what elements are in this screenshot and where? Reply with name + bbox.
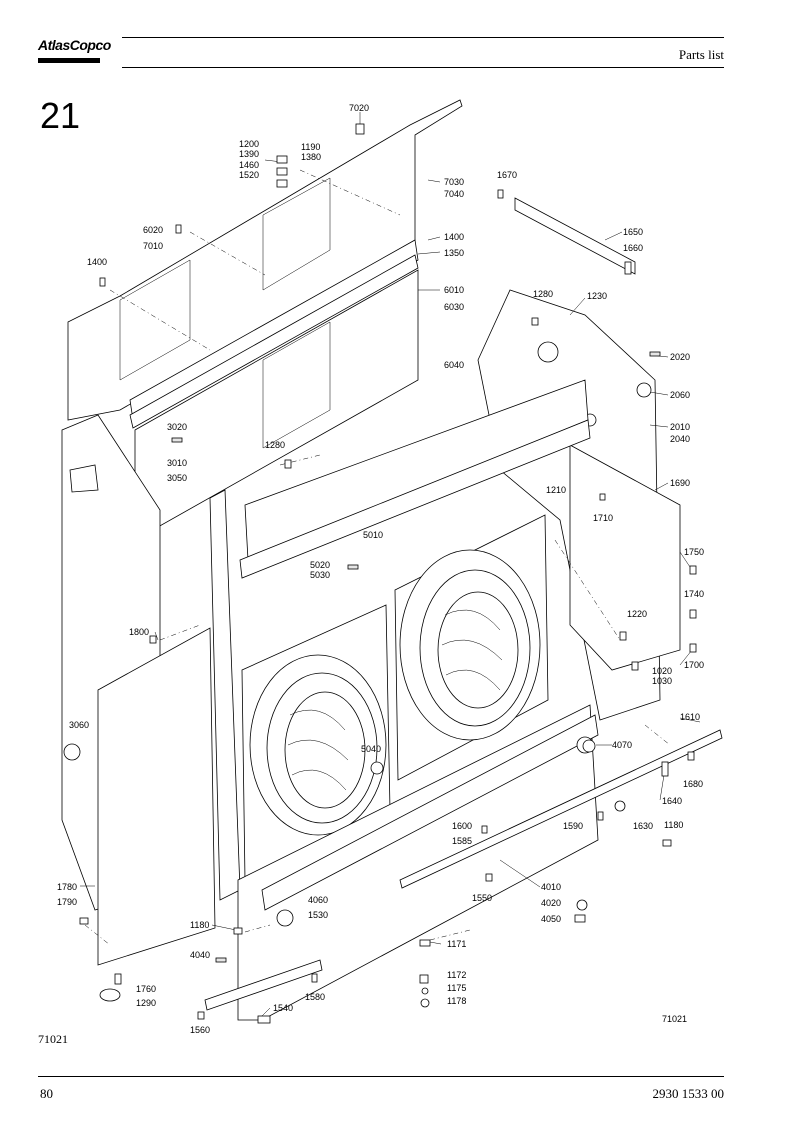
callout-label: 1680 bbox=[683, 779, 703, 789]
assembly-lines bbox=[84, 169, 671, 946]
callout-label: 1230 bbox=[587, 291, 607, 301]
upper-back-panel bbox=[67, 99, 463, 541]
callout-label: 1290 bbox=[136, 998, 156, 1008]
callout-label: 1540 bbox=[273, 1003, 293, 1013]
callout-label: 1780 bbox=[57, 882, 77, 892]
callout-label: 3060 bbox=[69, 720, 89, 730]
footer-rule bbox=[38, 1076, 724, 1077]
callout-label: 1400 bbox=[444, 232, 464, 242]
callout-label: 1760 bbox=[136, 984, 156, 994]
callout-label: 1700 bbox=[684, 660, 704, 670]
left-side-panel bbox=[61, 414, 241, 966]
fan-unit-left bbox=[241, 604, 391, 881]
fan-unit-right bbox=[394, 514, 549, 781]
callout-label: 1400 bbox=[87, 257, 107, 267]
top-bracket-1650 bbox=[514, 197, 636, 275]
callout-label: 7020 bbox=[349, 103, 369, 113]
callout-label: 6030 bbox=[444, 302, 464, 312]
callout-label: 7030 bbox=[444, 177, 464, 187]
callout-label: 1790 bbox=[57, 897, 77, 907]
callout-label: 1650 bbox=[623, 227, 643, 237]
section-number: 21 bbox=[40, 95, 81, 136]
header-title: Parts list bbox=[678, 47, 724, 62]
callout-label: 1390 bbox=[239, 149, 259, 159]
header-rule-bottom bbox=[122, 67, 724, 68]
logo-underline-bar bbox=[38, 58, 100, 63]
callout-label: 2060 bbox=[670, 390, 690, 400]
fasteners bbox=[63, 123, 697, 1024]
callout-label: 1590 bbox=[563, 821, 583, 831]
callout-label: 1580 bbox=[305, 992, 325, 1002]
callout-label: 5010 bbox=[363, 530, 383, 540]
document-number: 2930 1533 00 bbox=[652, 1086, 725, 1101]
top-crossbar bbox=[239, 379, 591, 579]
callout-label: 1180 bbox=[190, 920, 209, 930]
callout-label: 1178 bbox=[447, 996, 466, 1006]
page-number: 80 bbox=[40, 1086, 53, 1101]
callout-label: 4070 bbox=[612, 740, 632, 750]
header-rule-top bbox=[122, 37, 724, 38]
callout-label: 1200 bbox=[239, 139, 259, 149]
callout-label: 4040 bbox=[190, 950, 210, 960]
figure-id-inside: 71021 bbox=[662, 1014, 687, 1024]
callout-label: 6010 bbox=[444, 285, 464, 295]
callout-label: 1550 bbox=[472, 893, 492, 903]
callout-label: 1530 bbox=[308, 910, 328, 920]
callout-label: 1190 bbox=[301, 142, 320, 152]
right-frame bbox=[477, 289, 681, 721]
callout-label: 1640 bbox=[662, 796, 682, 806]
callout-label: 5030 bbox=[310, 570, 330, 580]
callout-label: 1380 bbox=[301, 152, 321, 162]
callout-label: 2020 bbox=[670, 352, 690, 362]
callout-labels: 7020 1200 1390 1460 1520 1190 1380 7030 … bbox=[57, 103, 704, 1035]
callout-label: 1630 bbox=[633, 821, 653, 831]
callout-label: 1030 bbox=[652, 676, 672, 686]
callout-label: 1660 bbox=[623, 243, 643, 253]
callout-label: 1585 bbox=[452, 836, 472, 846]
callout-label: 1690 bbox=[670, 478, 690, 488]
callout-label: 4060 bbox=[308, 895, 328, 905]
callout-label: 1171 bbox=[447, 939, 466, 949]
atlas-copco-logo: AtlasCopco bbox=[38, 37, 111, 66]
callout-label: 1520 bbox=[239, 170, 259, 180]
callout-label: 1800 bbox=[129, 627, 149, 637]
callout-label: 3010 bbox=[167, 458, 187, 468]
callout-label: 1740 bbox=[684, 589, 704, 599]
callout-label: 1560 bbox=[190, 1025, 210, 1035]
bottom-base-frame bbox=[204, 704, 723, 1021]
callout-label: 2040 bbox=[670, 434, 690, 444]
callout-label: 1350 bbox=[444, 248, 464, 258]
callout-label: 1710 bbox=[593, 513, 613, 523]
callout-label: 5020 bbox=[310, 560, 330, 570]
callout-label: 1460 bbox=[239, 160, 259, 170]
callout-label: 4010 bbox=[541, 882, 561, 892]
callout-label: 1280 bbox=[265, 440, 285, 450]
callout-label: 1210 bbox=[546, 485, 566, 495]
callout-label: 5040 bbox=[361, 744, 381, 754]
callout-label: 4020 bbox=[541, 898, 561, 908]
callout-label: 1220 bbox=[627, 609, 647, 619]
callout-label: 1750 bbox=[684, 547, 704, 557]
callout-label: 1020 bbox=[652, 666, 672, 676]
callout-label: 7040 bbox=[444, 189, 464, 199]
callout-label: 7010 bbox=[143, 241, 163, 251]
callout-label: 1610 bbox=[680, 712, 700, 722]
callout-label: 1172 bbox=[447, 970, 466, 980]
callout-label: 2010 bbox=[670, 422, 690, 432]
callout-label: 1600 bbox=[452, 821, 472, 831]
logo-wordmark: AtlasCopco bbox=[38, 37, 111, 53]
callout-label: 1175 bbox=[447, 983, 466, 993]
figure-id-label: 71021 bbox=[38, 1032, 68, 1046]
callout-label: 3020 bbox=[167, 422, 187, 432]
callout-label: 1280 bbox=[533, 289, 553, 299]
callout-label: 1670 bbox=[497, 170, 517, 180]
callout-label: 6040 bbox=[444, 360, 464, 370]
callout-label: 6020 bbox=[143, 225, 163, 235]
callout-label: 3050 bbox=[167, 473, 187, 483]
callout-label: 1180 bbox=[664, 820, 683, 830]
callout-label: 4050 bbox=[541, 914, 561, 924]
